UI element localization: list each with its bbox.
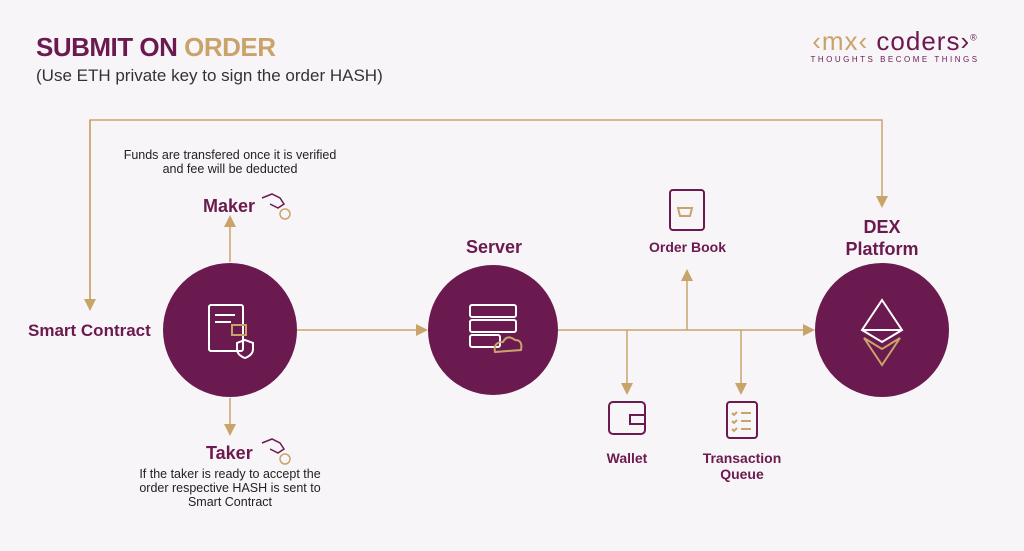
logo: ‹mx‹ coders›® THOUGHTS BECOME THINGS [810,26,980,64]
maker-hand-coin-icon [261,193,291,220]
maker-note: Funds are transfered once it is verified… [123,148,337,176]
ethereum-icon [860,298,904,367]
smart-contract-label: Smart Contract [28,321,151,340]
page-subtitle: (Use ETH private key to sign the order H… [36,66,383,85]
server-circle [428,265,558,395]
taker-label: Taker [206,443,253,463]
smart-contract-circle [163,263,297,397]
transaction-queue-icon [726,401,758,439]
server-cloud-icon [469,304,523,354]
wallet-icon [608,401,646,435]
maker-label: Maker [203,196,256,216]
order-book-label: Order Book [648,239,726,255]
contract-lock-icon [208,304,254,360]
taker-note: If the taker is ready to accept the orde… [139,467,321,509]
taker-hand-coin-icon [261,438,291,465]
transaction-queue-label: Transaction Queue [702,450,782,482]
server-label: Server [466,237,523,257]
page-title: SUBMIT ON ORDER [36,32,276,62]
dex-platform-label: DEX Platform [845,217,919,259]
wallet-label: Wallet [606,450,648,466]
dex-circle [815,263,949,397]
order-book-icon [669,189,705,231]
